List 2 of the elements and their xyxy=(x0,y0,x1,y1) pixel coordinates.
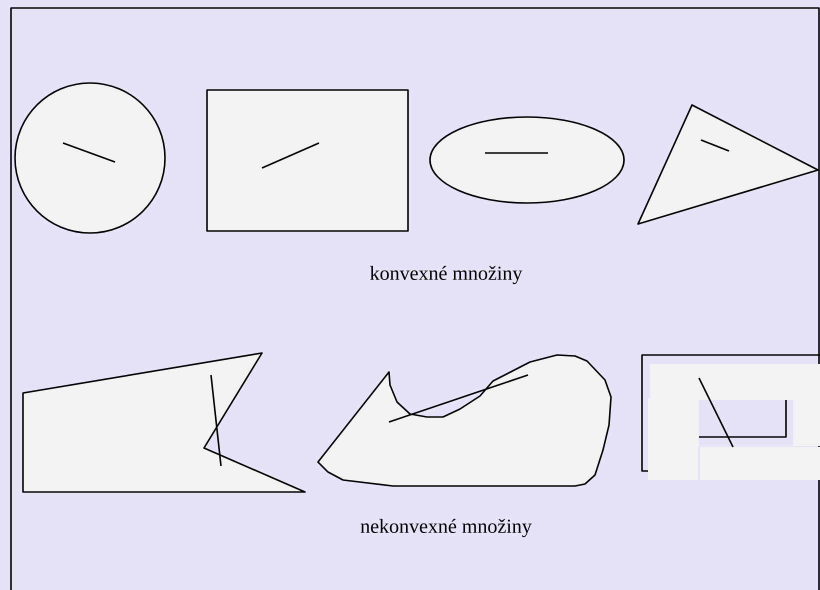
caption-text: konvexné množiny xyxy=(370,266,522,284)
caption-text: nekonvexné množiny xyxy=(360,518,532,538)
